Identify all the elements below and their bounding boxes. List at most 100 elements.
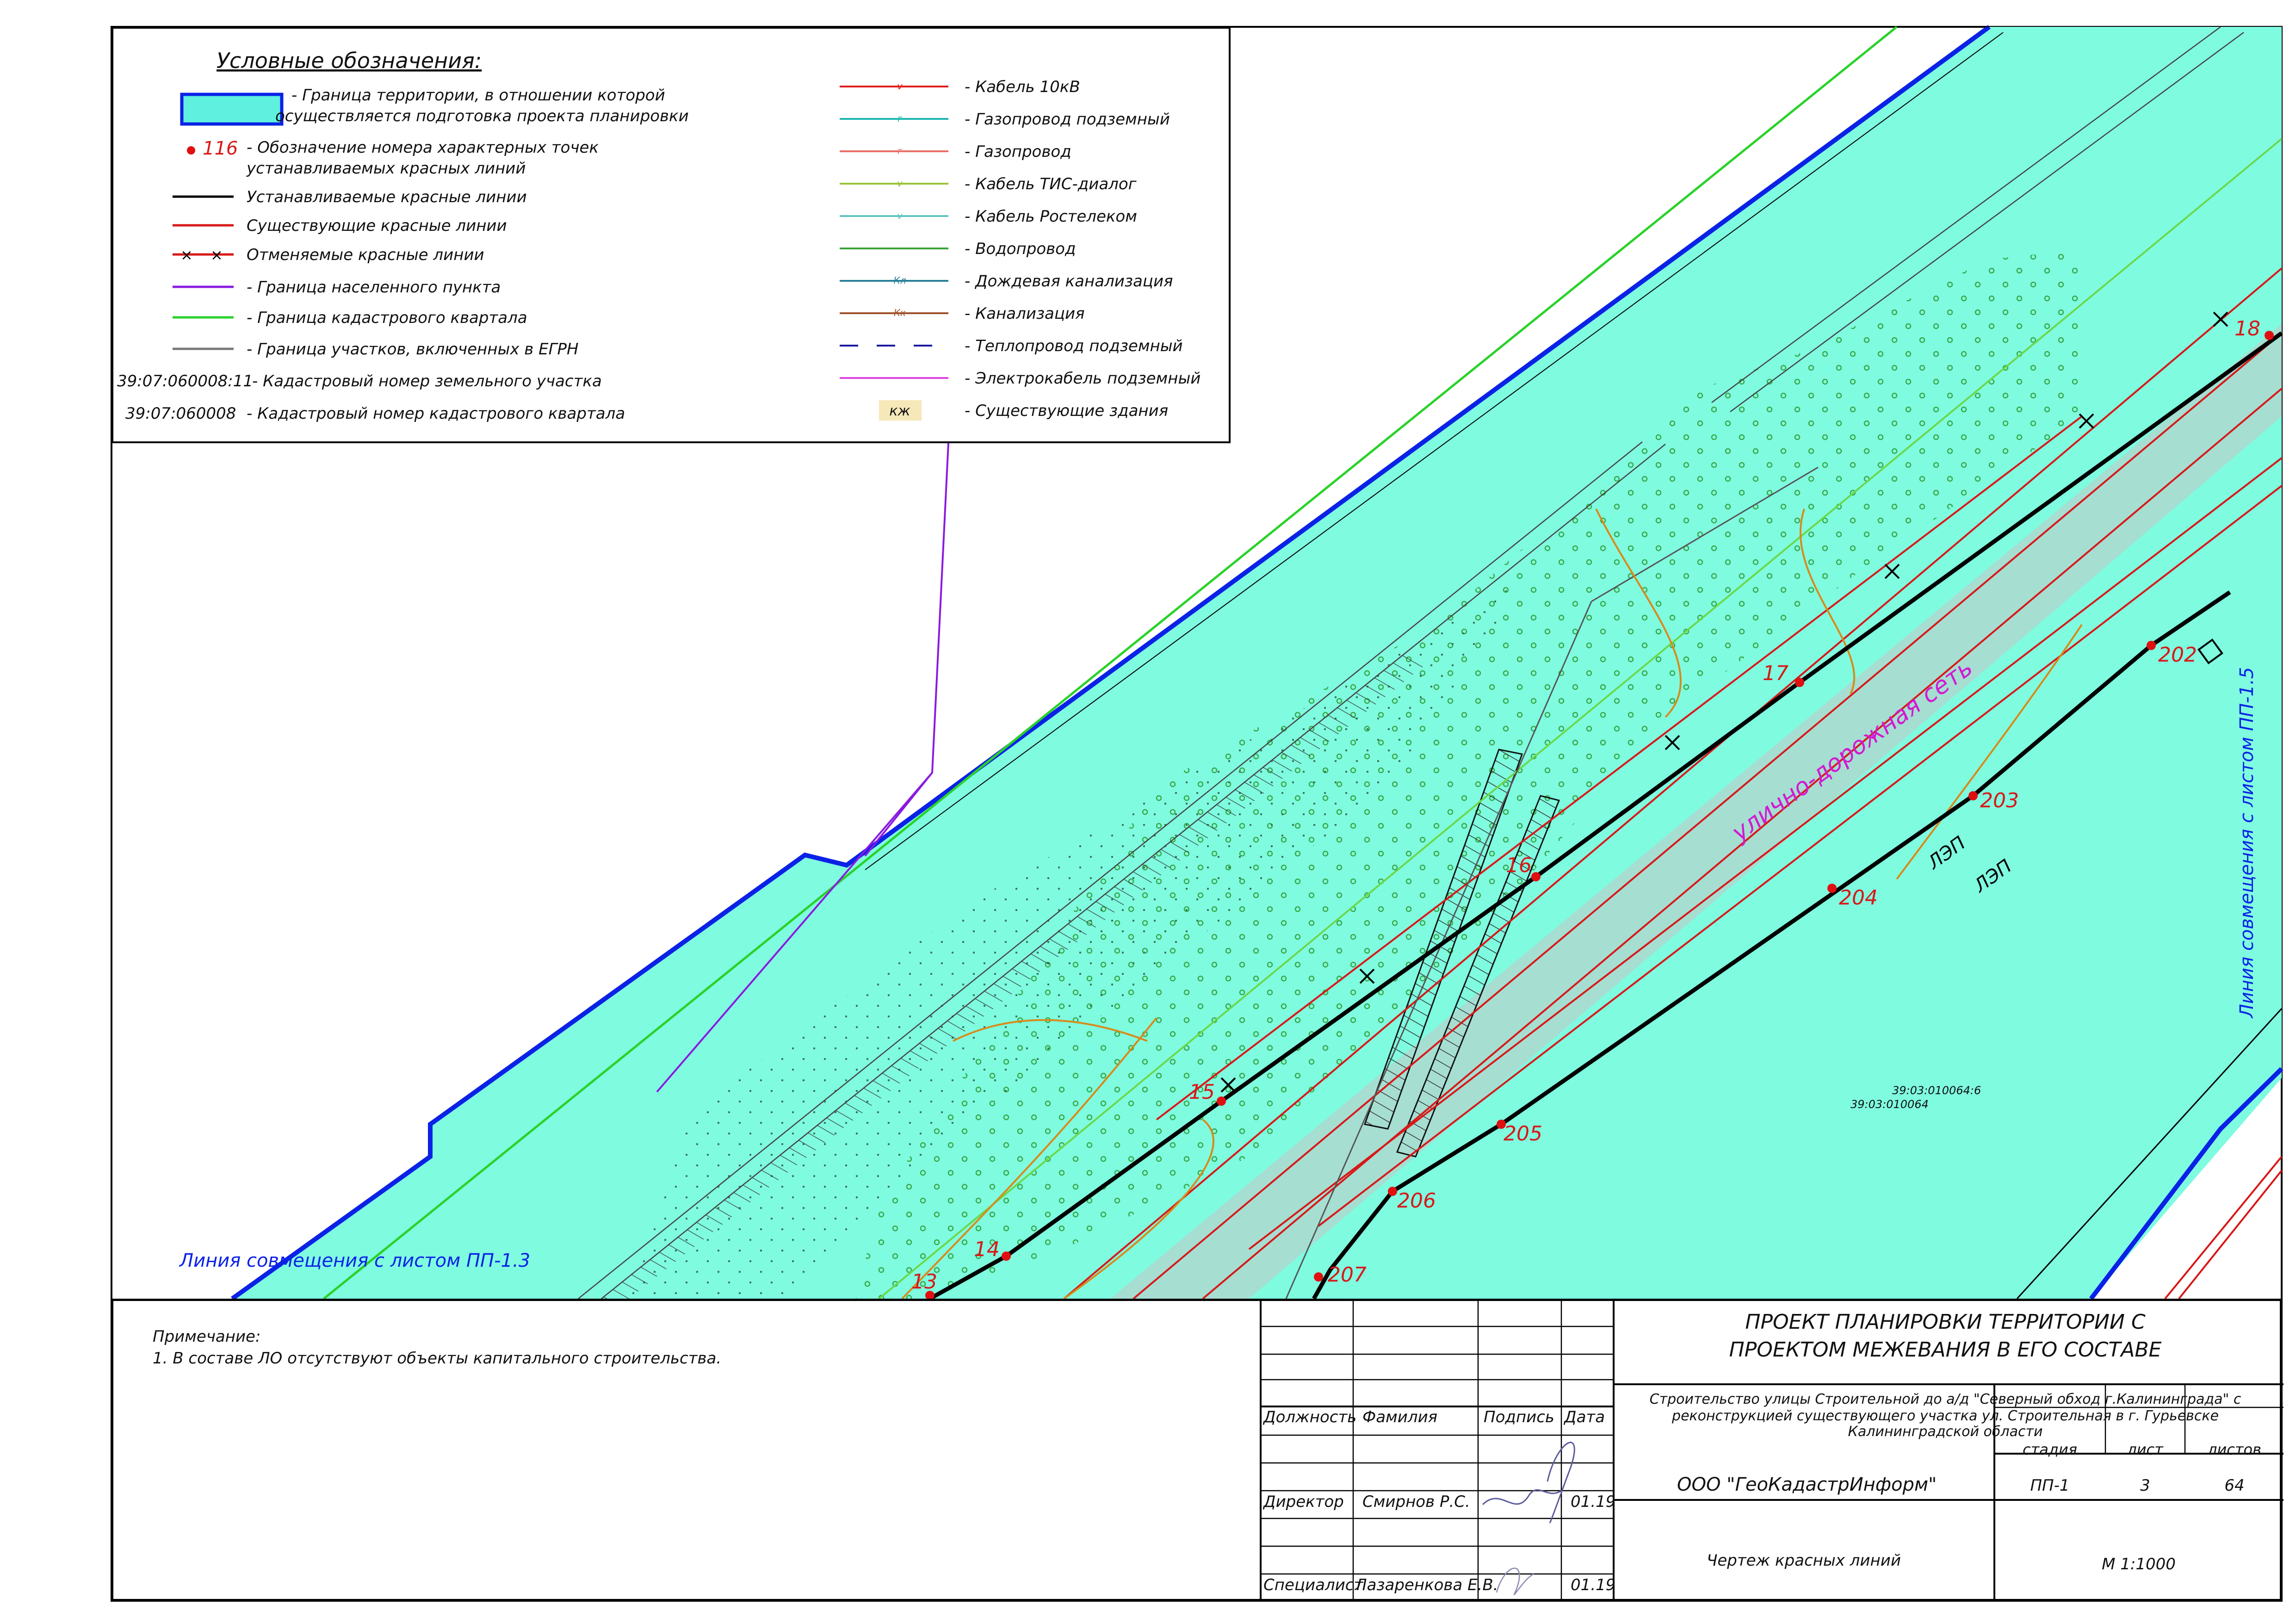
territory-boundary-right [2089,1067,2284,1301]
point-label-205: 205 [1504,1122,1542,1146]
contour-lines [901,508,2083,1300]
legend-utility-item: Кл - Дождевая канализация [840,272,1173,291]
legend-utility-item: - Электрокабель подземный [840,369,1201,388]
point-label-207: 207 [1328,1263,1367,1287]
stamp-subtitle-line3: Калининградской области [1848,1424,2043,1440]
stamp-title-line1: ПРОЕКТ ПЛАНИРОВКИ ТЕРРИТОРИИ С [1745,1310,2145,1334]
title-block-area: Примечание: 1. В составе ЛО отсутствуют … [111,1299,2284,1602]
point-label-14: 14 [974,1238,1000,1261]
point-label-16: 16 [1506,854,1532,877]
legend-utility-label: - Газопровод [965,142,1071,161]
territory-area [232,27,2282,1299]
stamp-row1-position: Директор [1262,1493,1344,1511]
stamp-row2-position: Специалист [1263,1576,1363,1594]
svg-text:×: × [180,246,193,264]
note-line-1: 1. В составе ЛО отсутствуют объекты капи… [153,1349,721,1368]
legend-utility-mark: Кл [894,275,906,286]
legend-utility-label: - Дождевая канализация [965,272,1173,291]
legend-item-parcel-number: - Кадастровый номер земельного участка [252,372,602,390]
characteristic-points [925,331,2274,1300]
stamp-row1-date: 01.19 [1571,1493,1615,1511]
signature-specialist [1496,1567,1534,1595]
legend-item-cancelled: Отменяемые красные линии [247,246,484,264]
legend-utility-item: г - Газопровод [840,142,1071,161]
legend-utility-label: - Кабель 10кВ [965,78,1080,96]
legend-utility-label: - Теплопровод подземный [965,337,1183,355]
legend-utility-label: - Канализация [965,304,1085,323]
legend-item-egrn: - Граница участков, включенных в ЕГРН [247,340,579,359]
legend-utility-mark: v [897,81,903,92]
legend-building-sample [879,400,922,421]
point-label-17: 17 [1763,662,1789,685]
point-label-204: 204 [1839,886,1878,910]
stamp-scale: М 1:1000 [2102,1555,2176,1573]
legend-item-points-line2: устанавливаемых красных линий [246,159,526,178]
legend-utility-item: кж - Существующие здания [879,400,1168,421]
legend-sample-quarter-number: 39:07:060008 [125,404,236,423]
stamp-row2-name: Лазаренкова Е.В. [1354,1576,1498,1594]
point-label-13: 13 [911,1270,937,1294]
svg-text:×: × [210,246,223,264]
signature-director [1482,1442,1575,1524]
legend-utility-item: г- Газопровод подземный [840,110,1170,129]
legend-utility-item: - Теплопровод подземный [840,337,1183,355]
note-title: Примечание: [153,1327,260,1346]
legend-utility-label: - Кабель Ростелеком [965,207,1137,226]
legend-utility-mark: г [897,113,903,124]
railway-strip [601,648,1430,1299]
cad-quarter-line [323,26,1898,1300]
legend-utility-mark: Кк [894,307,906,318]
legend-item-points-line1: - Обозначение номера характерных точек [247,138,599,157]
stamp-row1-name: Смирнов Р.С. [1362,1493,1470,1511]
stamp-stage-label: стадия [2023,1441,2077,1458]
legend-utility-label: - Водопровод [965,240,1076,258]
legend-utility-item: v - Кабель Ростелеком [840,207,1137,226]
point-label-206: 206 [1397,1189,1436,1213]
legend-title: Условные обозначения: [217,48,482,73]
legend-utility-label: - Кабель ТИС-диалог [965,175,1137,193]
stamp-subtitle-line2: реконструкцией существующего участка ул.… [1671,1408,2219,1424]
legend-item-territory-line1: - Граница территории, в отношении которо… [291,86,665,105]
territory-boundary-left [231,25,1991,1301]
legend-utility-item: v - Кабель ТИС-диалог [840,175,1137,193]
stamp-company: ООО "ГеоКадастрИнформ" [1677,1474,1937,1495]
legend-utility-mark: v [897,178,903,189]
legend-item-quarter-number: - Кадастровый номер кадастрового квартал… [247,404,625,423]
stamp-header-position: Должность [1262,1408,1356,1426]
legend-utility-mark: v [897,210,903,221]
legend-item-established: Устанавливаемые красные линии [247,188,527,206]
join-line-right-label: Линия совмещения с листом ПП-1.5 [2236,667,2258,1019]
legend-utility-label: - Существующие здания [965,402,1168,420]
existing-red-lines [1063,267,2283,1300]
cad-parcel-label: 39:03:010064:6 [1892,1084,1981,1097]
point-label-18: 18 [2234,317,2260,341]
stamp-subtitle-line1: Строительство улицы Строительной до а/д … [1650,1391,2241,1407]
legend-item-territory-line2: осуществляется подготовка проекта планир… [275,107,689,125]
legend-item-settlement: - Граница населенного пункта [247,278,501,297]
legend-utility-mark: г [897,145,903,156]
legend-territory-sample [180,93,284,126]
point-label-15: 15 [1189,1080,1215,1104]
legend-point-number: 116 [203,138,238,159]
legend-utility-item: - Водопровод [840,240,1076,258]
legend-sample-parcel-number: 39:07:060008:11 [117,372,253,390]
cad-quarter-label: 39:03:010064 [1850,1098,1929,1111]
stamp-header-name: Фамилия [1362,1408,1437,1426]
stamp-sheet-label: лист [2127,1441,2164,1458]
building-icon [2197,638,2223,664]
legend-item-cad-quarter: - Граница кадастрового квартала [247,309,527,327]
vegetation-area [856,250,2082,1299]
stamp-drawing-name: Чертеж красных линий [1707,1551,1901,1570]
stamp-stage: ПП-1 [2030,1476,2069,1495]
legend-utility-mark: кж [889,403,910,419]
legend-point-sample [187,146,195,155]
stamp-header-signature: Подпись [1484,1408,1554,1426]
legend-utility-item: Кк - Канализация [840,304,1085,323]
stamp-header-date: Дата [1563,1408,1605,1426]
stamp-sheets-label: листов [2207,1441,2261,1458]
stamp-title-line2: ПРОЕКТОМ МЕЖЕВАНИЯ В ЕГО СОСТАВЕ [1729,1338,2162,1362]
stamp-sheets: 64 [2224,1476,2244,1495]
legend-utility-label: - Электрокабель подземный [965,369,1201,388]
join-line-left-label: Линия совмещения с листом ПП-1.3 [179,1250,530,1271]
